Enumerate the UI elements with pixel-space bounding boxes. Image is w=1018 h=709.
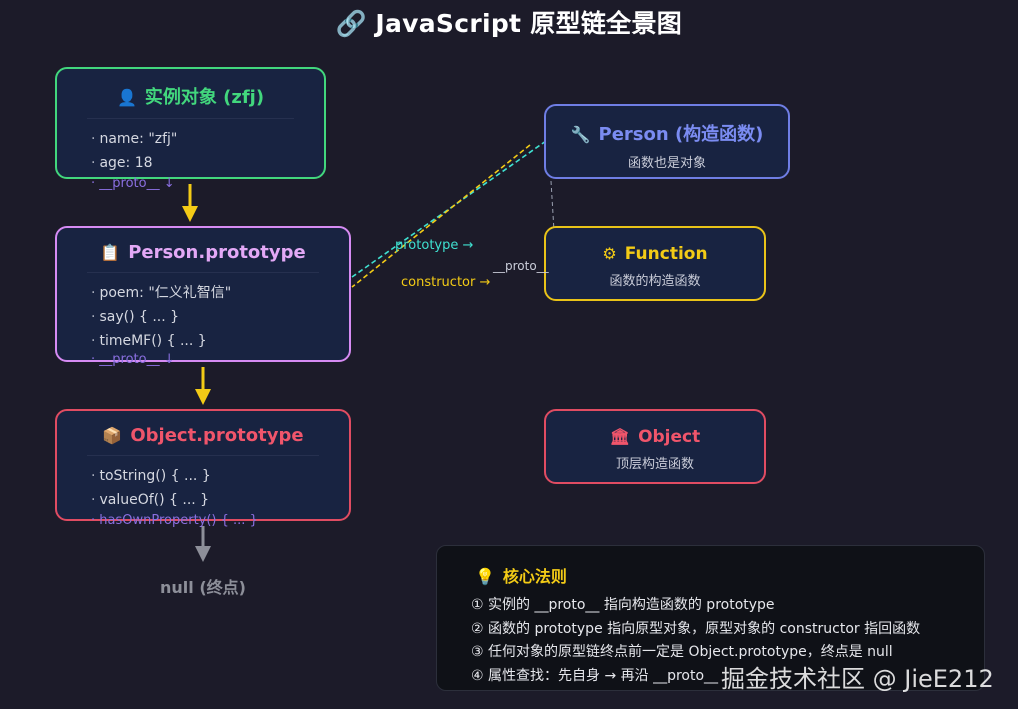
person-constructor-subtitle: 函数也是对象 [627,156,706,171]
watermark: 掘金技术社区 @ JieE212 [721,665,994,693]
prototype-label: prototype → [395,238,474,253]
clipboard-icon: 📋 [100,243,121,262]
function-constructor-title: ⚙ Function [546,228,764,264]
object-prototype-extra-prop: · hasOwnProperty() { ... } [91,513,258,528]
user-icon: 👤 [116,88,137,107]
page-title-text: JavaScript 原型链全景图 [375,9,683,38]
arrowhead-object-prototype-to-null [195,546,211,562]
core-rules-title-text: 核心法则 [502,567,567,586]
instance-object-title: 👤 实例对象 (zfj) [57,69,324,109]
instance-proto-link: · __proto__ ↓ [91,176,175,191]
link-icon: 🔗 [335,9,368,38]
core-rules-panel: 💡 核心法则 ① 实例的 __proto__ 指向构造函数的 prototype … [436,545,985,691]
gear-icon: ⚙ [602,244,617,263]
person-constructor-title-text: Person (构造函数) [598,124,764,145]
person-constructor-title: 🔧 Person (构造函数) [546,106,788,146]
person-prototype-box: 📋 Person.prototype ·poem: "仁义礼智信" ·say() … [55,226,351,362]
core-rules-list: ① 实例的 __proto__ 指向构造函数的 prototype ② 函数的 … [471,594,920,688]
object-constructor-title-text: Object [638,427,701,447]
object-prototype-prop: ·toString() { ... } [91,468,211,484]
constructor-dashed-line [351,144,531,288]
object-constructor-box: 🏛 Object 顶层构造函数 [544,409,766,484]
person-prototype-prop: ·poem: "仁义礼智信" [91,285,232,301]
wrench-icon: 🔧 [570,125,591,144]
lightbulb-icon: 💡 [475,567,495,586]
person-prototype-title-text: Person.prototype [128,242,306,263]
divider [87,272,319,273]
package-icon: 📦 [102,426,123,445]
proto-label: __proto__ [493,259,549,273]
person-prototype-prop: ·say() { ... } [91,309,180,325]
instance-object-box: 👤 实例对象 (zfj) ·name: "zfj" ·age: 18 [55,67,326,179]
function-constructor-box: ⚙ Function 函数的构造函数 [544,226,766,301]
instance-object-title-text: 实例对象 (zfj) [144,87,265,108]
object-prototype-title: 📦 Object.prototype [57,411,349,446]
bank-icon: 🏛 [609,427,631,446]
person-prototype-prop: ·timeMF() { ... } [91,333,207,349]
instance-prop-age: ·age: 18 [91,155,153,171]
rule-item: ③ 任何对象的原型链终点前一定是 Object.prototype，终点是 nu… [471,644,893,660]
page-title: 🔗JavaScript 原型链全景图 [0,4,1018,40]
object-prototype-box: 📦 Object.prototype ·toString() { ... } ·v… [55,409,351,521]
arrowhead-person-prototype-to-object-prototype [195,389,211,405]
object-constructor-title: 🏛 Object [546,411,764,447]
function-constructor-subtitle: 函数的构造函数 [609,274,701,289]
object-constructor-subtitle: 顶层构造函数 [615,457,694,472]
function-constructor-title-text: Function [624,244,708,264]
constructor-label: constructor → [401,275,491,290]
instance-prop-name: ·name: "zfj" [91,131,178,147]
rule-item: ② 函数的 prototype 指向原型对象，原型对象的 constructor… [471,620,921,637]
object-prototype-title-text: Object.prototype [130,425,304,446]
divider [87,455,319,456]
prototype-dashed-line [351,140,547,278]
person-prototype-proto-link: · __proto__ ↓ [91,352,175,367]
person-prototype-title: 📋 Person.prototype [57,228,349,263]
core-rules-title: 💡 核心法则 [475,563,567,587]
rule-item: ① 实例的 __proto__ 指向构造函数的 prototype [471,597,775,613]
object-prototype-prop: ·valueOf() { ... } [91,492,210,508]
divider [87,118,294,119]
rule-item: ④ 属性查找：先自身 → 再沿 __proto__ [471,667,719,684]
person-constructor-box: 🔧 Person (构造函数) 函数也是对象 [544,104,790,179]
arrowhead-instance-to-person-prototype [182,206,198,222]
null-end-label: null (终点) [160,578,246,597]
